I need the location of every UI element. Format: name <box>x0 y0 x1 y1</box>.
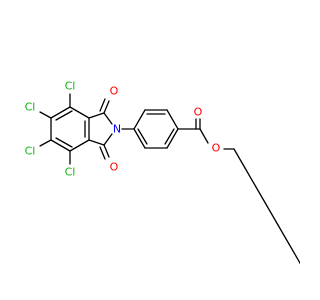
bond <box>55 110 73 121</box>
bond <box>137 128 148 145</box>
bond <box>164 128 175 145</box>
oxygen-atom-label: O <box>110 161 119 174</box>
bond <box>277 224 290 245</box>
bond <box>99 146 106 160</box>
chlorine-atom-label: Cl <box>25 145 36 158</box>
chlorine-atom-label: Cl <box>65 166 76 179</box>
bond <box>166 128 179 149</box>
bond <box>88 112 105 119</box>
bond <box>103 133 113 146</box>
oxygen-atom-label: O <box>212 142 221 155</box>
bond <box>199 128 209 144</box>
bond <box>99 98 106 112</box>
bond <box>55 137 73 148</box>
oxygen-atom-label: O <box>194 106 203 119</box>
nitrogen-atom-label: N <box>113 123 121 136</box>
bond <box>233 148 246 169</box>
bond <box>288 243 300 264</box>
bond <box>133 109 146 130</box>
bond <box>50 139 71 152</box>
bond <box>39 139 52 147</box>
chlorine-atom-label: Cl <box>25 101 36 114</box>
bond <box>39 111 52 119</box>
chlorine-atom-label: Cl <box>65 80 76 93</box>
bond <box>166 109 179 130</box>
bond <box>69 139 90 152</box>
molecule-diagram: Cl Cl Cl Cl O O N O O <box>25 80 300 265</box>
bond <box>103 100 110 114</box>
bond <box>69 106 90 119</box>
bonds <box>39 93 300 265</box>
bond <box>103 144 110 158</box>
bond <box>103 112 113 125</box>
atom-labels: Cl Cl Cl Cl O O N O O <box>25 80 221 179</box>
bond <box>50 106 71 119</box>
bond <box>88 139 105 146</box>
oxygen-atom-label: O <box>110 85 119 98</box>
bond <box>266 205 279 226</box>
bond <box>255 186 268 207</box>
bond <box>133 128 146 149</box>
bond <box>244 167 257 188</box>
